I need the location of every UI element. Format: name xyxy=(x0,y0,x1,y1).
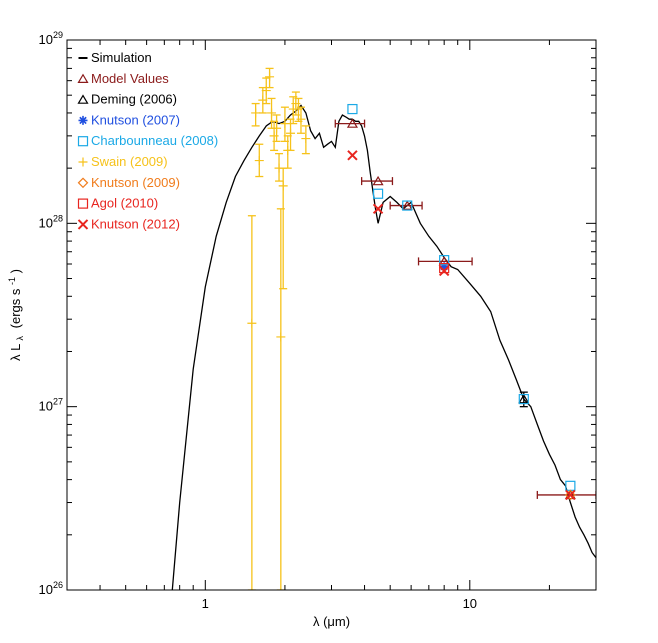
y-axis-label-unit: (ergs s xyxy=(8,288,23,328)
y-axis-label-unit-close: ) xyxy=(8,269,23,273)
y-axis-label-sub: λ xyxy=(15,335,25,340)
series-swain-2009-point xyxy=(247,318,257,328)
series-swain-2009-point xyxy=(280,119,290,129)
x-axis-label: λ (μm) xyxy=(313,614,350,629)
series-swain-2009-point xyxy=(251,108,261,118)
series-knutson-2012-point xyxy=(438,265,450,277)
legend-marker-square xyxy=(77,136,89,147)
legend-label: Swain (2009) xyxy=(91,154,168,169)
legend-label: Agol (2010) xyxy=(91,196,158,211)
series-charbounneau-2008-point xyxy=(347,103,358,115)
y-tick-base: 10 xyxy=(39,32,53,47)
legend-label: Knutson (2007) xyxy=(91,112,180,127)
legend-marker-cross xyxy=(77,219,89,230)
legend-item: Knutson (2009) xyxy=(77,175,180,190)
legend-label: Model Values xyxy=(91,71,169,86)
y-tick-label: 1029 xyxy=(39,30,63,47)
series-model-values-point xyxy=(346,118,358,128)
series-swain-2009-point xyxy=(274,163,284,173)
series-swain-2009-point xyxy=(301,134,311,144)
series-swain-2009-point xyxy=(269,131,279,141)
legend-label: Deming (2006) xyxy=(91,92,177,107)
series-charbounneau-2008-point xyxy=(372,188,384,199)
legend-marker-asterisk xyxy=(78,115,88,125)
y-tick-base: 10 xyxy=(39,399,53,414)
series-swain-2009-point xyxy=(254,156,264,166)
legend-label: Simulation xyxy=(91,50,152,65)
y-tick-exponent: 28 xyxy=(53,213,63,223)
series-swain-2009-point xyxy=(296,114,306,124)
x-tick-label: 1 xyxy=(202,596,209,611)
legend-label: Knutson (2009) xyxy=(91,175,180,190)
y-tick-label: 1028 xyxy=(39,213,63,230)
series-swain-2009-point xyxy=(258,95,268,105)
series-swain-2009-point xyxy=(265,72,275,82)
legend-item: Agol (2010) xyxy=(77,196,158,211)
series-swain-2009-point xyxy=(283,145,293,155)
y-tick-label: 1027 xyxy=(39,397,63,414)
y-tick-exponent: 29 xyxy=(53,30,63,40)
series-swain-2009-point xyxy=(286,128,296,138)
series-knutson-2012-point xyxy=(347,150,358,161)
series-knutson-2012-point xyxy=(565,489,576,501)
legend-item: Deming (2006) xyxy=(77,92,177,107)
series-swain-2009-point xyxy=(267,108,277,118)
y-axis-label-main: λ L xyxy=(8,344,23,361)
legend-label: Charbounneau (2008) xyxy=(91,133,218,148)
errorbars-group xyxy=(247,67,596,590)
legend-marker-triangle xyxy=(77,73,89,83)
series-knutson-2012-point xyxy=(372,203,384,215)
y-tick-base: 10 xyxy=(39,582,53,597)
series-swain-2009-point xyxy=(276,332,286,342)
legend-item: Model Values xyxy=(77,71,169,86)
series-swain-2009-point xyxy=(278,181,288,191)
x-tick-label: 10 xyxy=(463,596,477,611)
legend-marker-triangle xyxy=(77,94,89,104)
y-tick-base: 10 xyxy=(39,215,53,230)
y-tick-exponent: 27 xyxy=(53,397,63,407)
legend-item: Swain (2009) xyxy=(78,154,168,169)
y-axis-label-unit-sup: -1 xyxy=(7,277,17,285)
y-tick-label: 1026 xyxy=(39,580,63,597)
series-swain-2009-point xyxy=(261,86,271,96)
simulation-curve-group xyxy=(171,104,596,590)
y-tick-exponent: 26 xyxy=(53,580,63,590)
series-charbounneau-2008-point xyxy=(439,255,450,266)
legend-marker-plus xyxy=(78,157,88,167)
series-swain-2009-point xyxy=(272,123,282,133)
series-deming-2006-point xyxy=(518,393,530,404)
legend-marker-diamond xyxy=(77,177,89,189)
legend-item: Knutson (2012) xyxy=(77,216,180,231)
series-agol-2010-point xyxy=(439,262,450,274)
series-charbounneau-2008-point xyxy=(518,393,529,405)
series-charbounneau-2008-point xyxy=(565,480,576,491)
series-charbounneau-2008-point xyxy=(402,200,413,211)
series-swain-2009-point xyxy=(293,104,303,114)
series-swain-2009-point xyxy=(291,99,301,109)
simulation-line xyxy=(171,104,596,590)
y-axis-label: λ L λ (ergs s -1 ) xyxy=(3,269,26,361)
legend-item: Charbounneau (2008) xyxy=(77,133,218,148)
series-model-values-point xyxy=(401,200,413,210)
legend-marker-square xyxy=(77,198,89,209)
legend-item: Knutson (2007) xyxy=(78,112,180,127)
markers-group xyxy=(247,72,576,501)
series-knutson-2009-point xyxy=(565,489,576,501)
series-knutson-2007-point xyxy=(439,262,449,272)
legend-label: Knutson (2012) xyxy=(91,216,180,231)
series-model-values-point xyxy=(564,489,576,500)
series-model-values-point xyxy=(372,175,384,186)
legend-item: Simulation xyxy=(78,50,152,65)
